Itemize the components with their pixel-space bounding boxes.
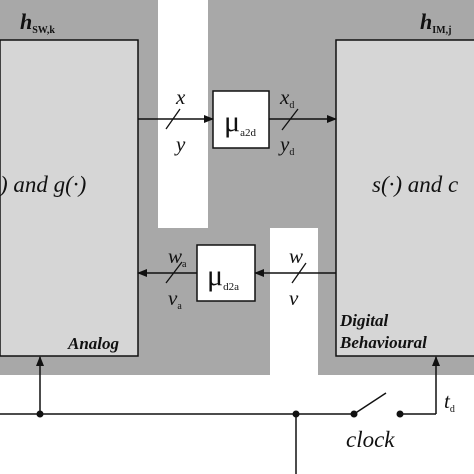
digital-domain-label: Digital	[339, 311, 388, 330]
analog-domain-label: Analog	[67, 334, 120, 353]
clock-switch-blade	[353, 392, 387, 415]
right-subsystem-symbol: hIM,j	[420, 9, 451, 36]
d2a-output-wa: wa	[168, 244, 187, 270]
d2a-input-w: w	[289, 244, 303, 268]
junction-dot-center	[292, 410, 300, 418]
digital-block	[335, 39, 474, 357]
converter-a2d-label: μa2d	[224, 105, 256, 139]
a2d-output-yd: yd	[278, 132, 294, 158]
a2d-output-xd: xd	[279, 85, 294, 111]
a2d-input-y: y	[174, 132, 186, 156]
converter-a2d-box	[212, 90, 270, 149]
right-function-text: s(·) and c	[372, 172, 458, 197]
d2a-input-v: v	[289, 286, 299, 310]
left-function-text: ) and g(·)	[0, 172, 86, 197]
d2a-output-va: va	[168, 286, 182, 312]
converter-d2a-label: μd2a	[207, 259, 239, 293]
signal-xd-yd-slash	[281, 108, 299, 131]
clock-label: clock	[346, 427, 395, 452]
signal-wa-va-slash	[165, 261, 183, 284]
signal-xy-slash	[165, 108, 181, 130]
a2d-input-x: x	[175, 85, 186, 109]
analog-block	[0, 39, 139, 357]
left-subsystem-symbol: hSW,k	[20, 9, 55, 36]
clock-time-label: td	[444, 389, 455, 415]
switch-contact-right	[396, 410, 404, 418]
behavioural-domain-label: Behavioural	[339, 333, 427, 352]
switch-contact-left	[350, 410, 358, 418]
junction-dot-left	[36, 410, 44, 418]
signal-wv-slash	[291, 262, 307, 284]
